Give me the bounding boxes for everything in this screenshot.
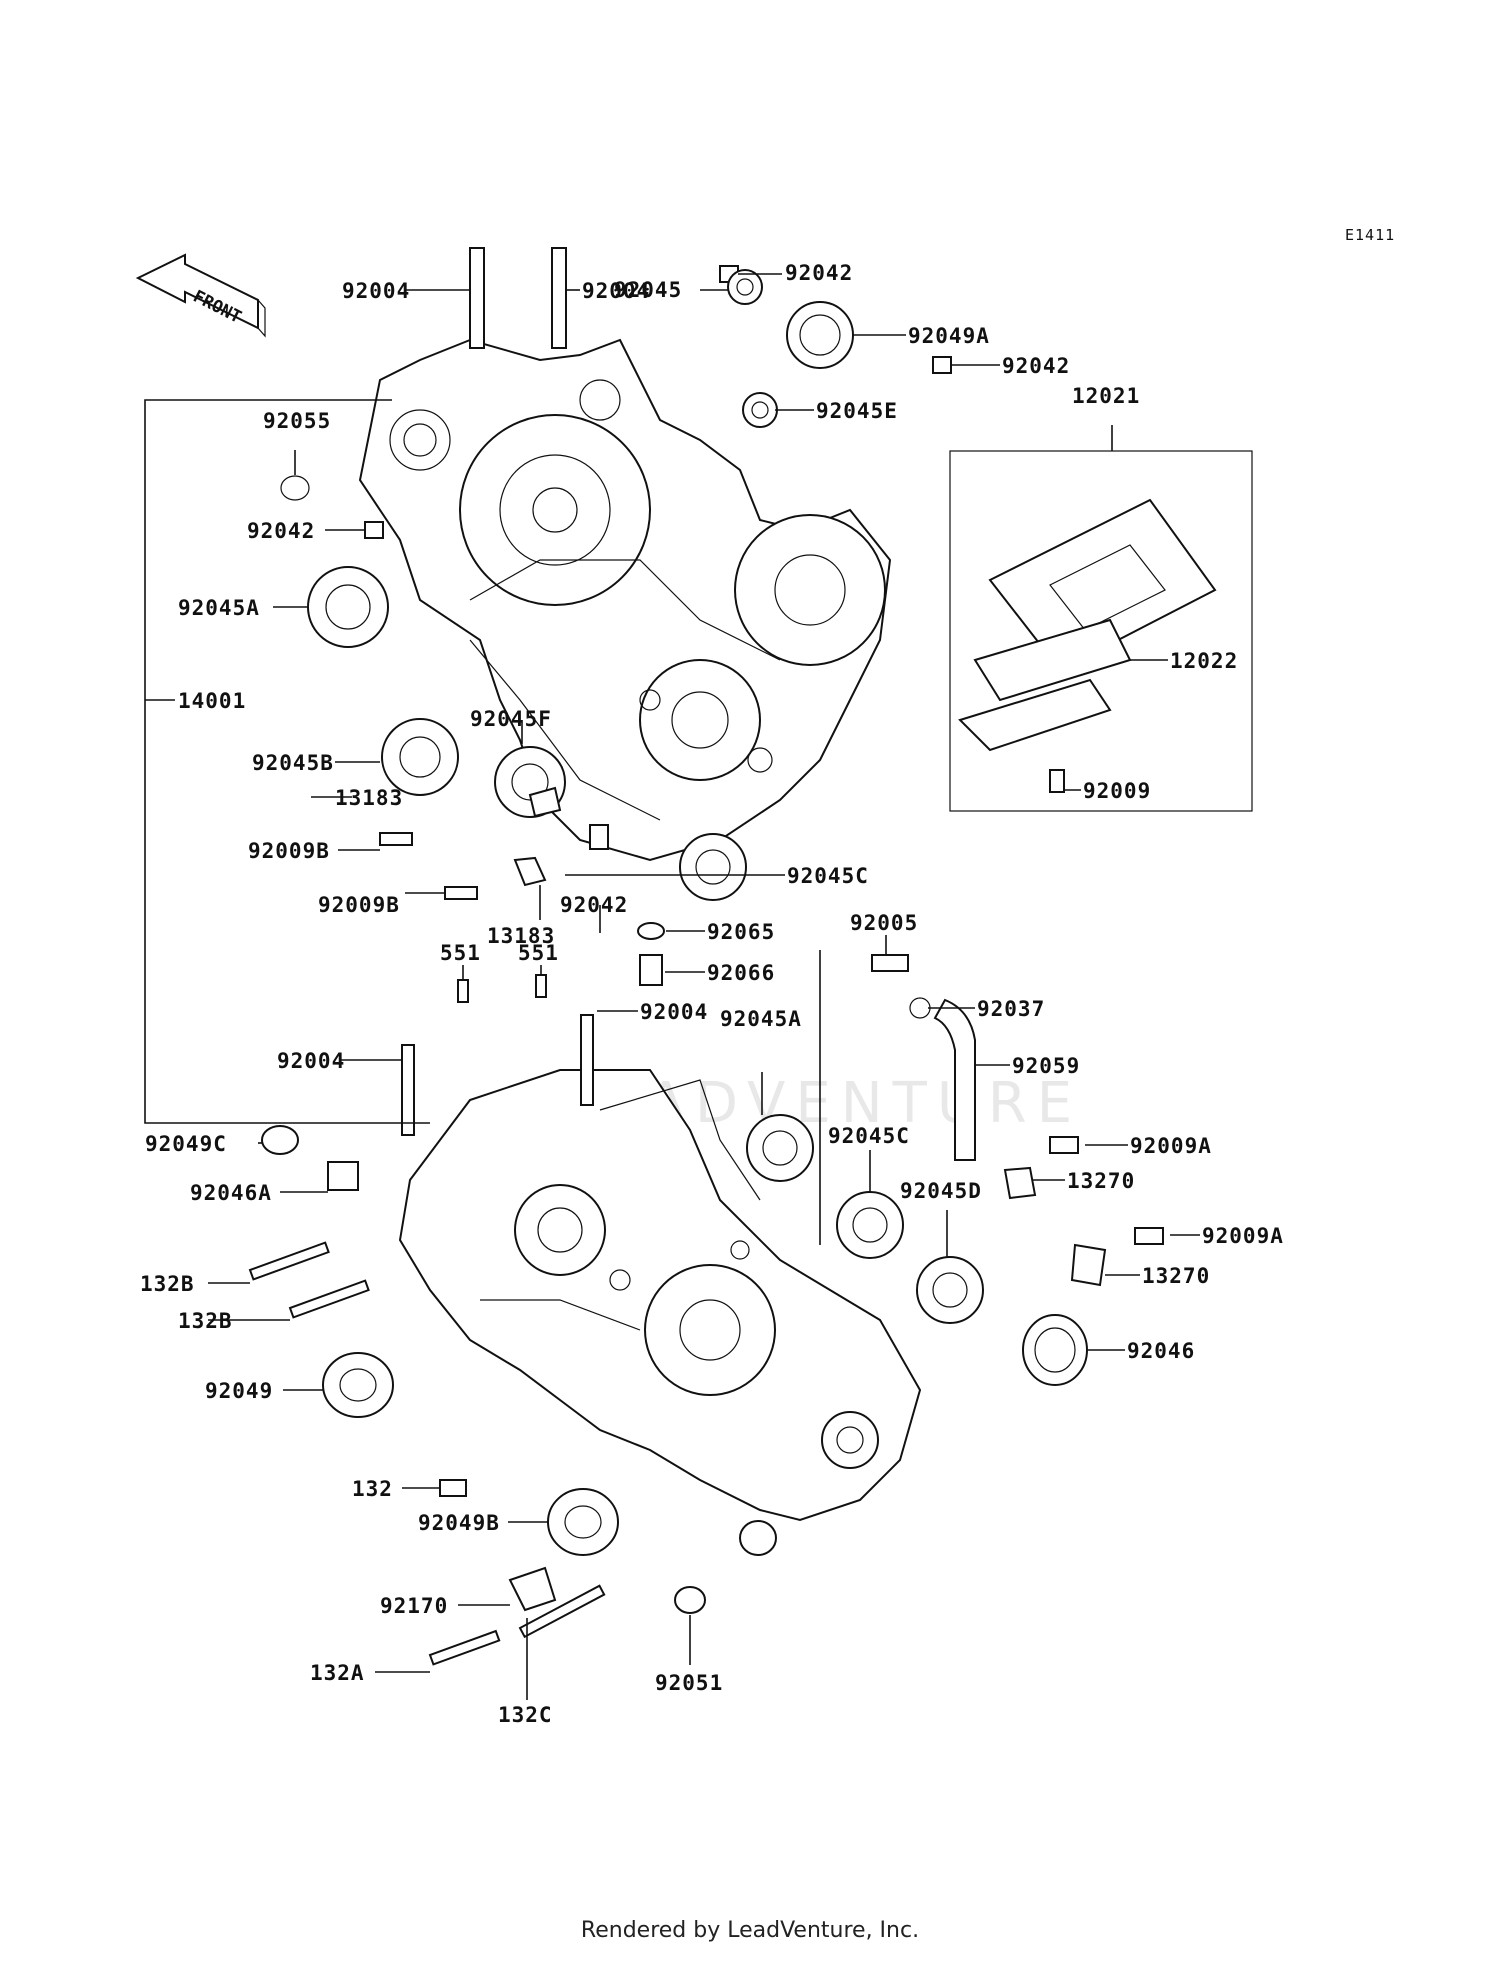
label-132A: 132A	[310, 1661, 365, 1685]
leader-lines	[208, 273, 1200, 1700]
small-parts	[248, 247, 1164, 1666]
label-551-b: 551	[518, 941, 559, 965]
label-92045C-a: 92045C	[787, 864, 869, 888]
label-92045E: 92045E	[816, 399, 898, 423]
footer-credit: Rendered by LeadVenture, Inc.	[580, 1918, 920, 1943]
label-13183-b: 13183	[487, 924, 555, 948]
label-92009B-b: 92009B	[318, 893, 400, 917]
label-92004-c: 92004	[640, 1000, 708, 1024]
label-13270-b: 13270	[1142, 1264, 1210, 1288]
label-132C: 132C	[498, 1703, 553, 1727]
label-92045C-b: 92045C	[828, 1124, 910, 1148]
label-92037: 92037	[977, 997, 1045, 1021]
label-12021: 12021	[1072, 384, 1140, 408]
label-92045D: 92045D	[900, 1179, 982, 1203]
label-92051: 92051	[655, 1671, 723, 1695]
label-92009A-b: 92009A	[1202, 1224, 1284, 1248]
front-arrow-icon: FRONT	[135, 253, 266, 338]
diagram-code: E1411	[1345, 226, 1395, 244]
label-92049C: 92049C	[145, 1132, 227, 1156]
label-92045F: 92045F	[470, 707, 552, 731]
label-92049A: 92049A	[908, 324, 990, 348]
label-92004-b: 92004	[582, 279, 650, 303]
label-92049B: 92049B	[418, 1511, 500, 1535]
label-92049: 92049	[205, 1379, 273, 1403]
label-132: 132	[352, 1477, 393, 1501]
label-92042-a: 92042	[785, 261, 853, 285]
label-13270-a: 13270	[1067, 1169, 1135, 1193]
label-92046A: 92046A	[190, 1181, 272, 1205]
label-92066: 92066	[707, 961, 775, 985]
label-92009A-a: 92009A	[1130, 1134, 1212, 1158]
label-12022: 12022	[1170, 649, 1238, 673]
label-92042-c: 92042	[247, 519, 315, 543]
label-13183-a: 13183	[335, 786, 403, 810]
reed-valve-box	[949, 450, 1253, 812]
label-92004-d: 92004	[277, 1049, 345, 1073]
label-92045B: 92045B	[252, 751, 334, 775]
label-92009B-a: 92009B	[248, 839, 330, 863]
label-14001: 14001	[178, 689, 246, 713]
part-labels: 92004 92004 92042 92045 92049A 92042 120…	[140, 261, 1284, 1727]
label-92005: 92005	[850, 911, 918, 935]
label-92046: 92046	[1127, 1339, 1195, 1363]
label-92042-b: 92042	[1002, 354, 1070, 378]
label-92045A-b: 92045A	[720, 1007, 802, 1031]
label-92170: 92170	[380, 1594, 448, 1618]
label-92042-d: 92042	[560, 893, 628, 917]
label-92009: 92009	[1083, 779, 1151, 803]
label-92059: 92059	[1012, 1054, 1080, 1078]
label-132B-a: 132B	[140, 1272, 195, 1296]
lower-crankcase-half	[398, 1069, 922, 1522]
label-92055: 92055	[263, 409, 331, 433]
label-92065: 92065	[707, 920, 775, 944]
label-92045: 92045	[614, 278, 682, 302]
label-132B-b: 132B	[178, 1309, 233, 1333]
label-551-a: 551	[440, 941, 481, 965]
label-92045A-a: 92045A	[178, 596, 260, 620]
label-92004-a: 92004	[342, 279, 410, 303]
upper-crankcase-half	[358, 338, 892, 862]
